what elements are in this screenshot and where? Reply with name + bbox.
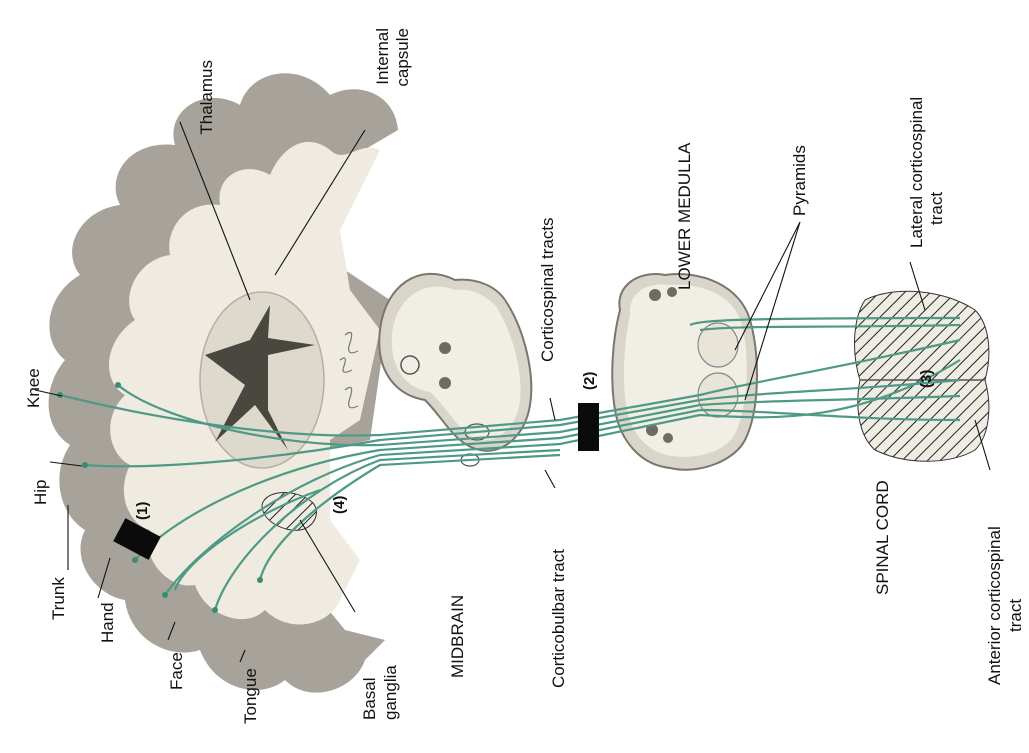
label-anterior-2: tract: [1006, 599, 1025, 632]
lesion-number-1: (1): [134, 502, 151, 520]
label-face: Face: [167, 652, 186, 690]
label-spinal-cord: SPINAL CORD: [873, 480, 892, 595]
label-hip: Hip: [31, 479, 50, 505]
lower-medulla-section: [612, 274, 757, 470]
lesion-2-block: [578, 403, 599, 451]
label-midbrain: MIDBRAIN: [448, 595, 467, 678]
label-hand: Hand: [98, 602, 117, 643]
label-basal: Basal: [360, 677, 379, 720]
label-internal-2: capsule: [393, 28, 412, 87]
label-lateral-2: tract: [927, 192, 946, 225]
label-pyramids: Pyramids: [790, 145, 809, 216]
label-corticospinal: Corticospinal tracts: [538, 217, 557, 362]
label-internal-1: Internal: [373, 28, 392, 85]
label-anterior-1: Anterior corticospinal: [985, 526, 1004, 685]
label-lower-medulla: LOWER MEDULLA: [675, 142, 694, 290]
lesion-number-3: (3): [918, 370, 935, 388]
label-corticobulbar: Corticobulbar tract: [549, 549, 568, 688]
label-thalamus: Thalamus: [197, 60, 216, 135]
label-knee: Knee: [24, 368, 43, 408]
label-trunk: Trunk: [49, 577, 68, 620]
lesion-number-2: (2): [581, 372, 598, 390]
label-tongue: Tongue: [241, 668, 260, 724]
lesion-number-4: (4): [331, 496, 348, 514]
label-ganglia: ganglia: [381, 665, 400, 720]
coronal-brain-section: [49, 73, 398, 692]
label-lateral-1: Lateral corticospinal: [907, 97, 926, 248]
